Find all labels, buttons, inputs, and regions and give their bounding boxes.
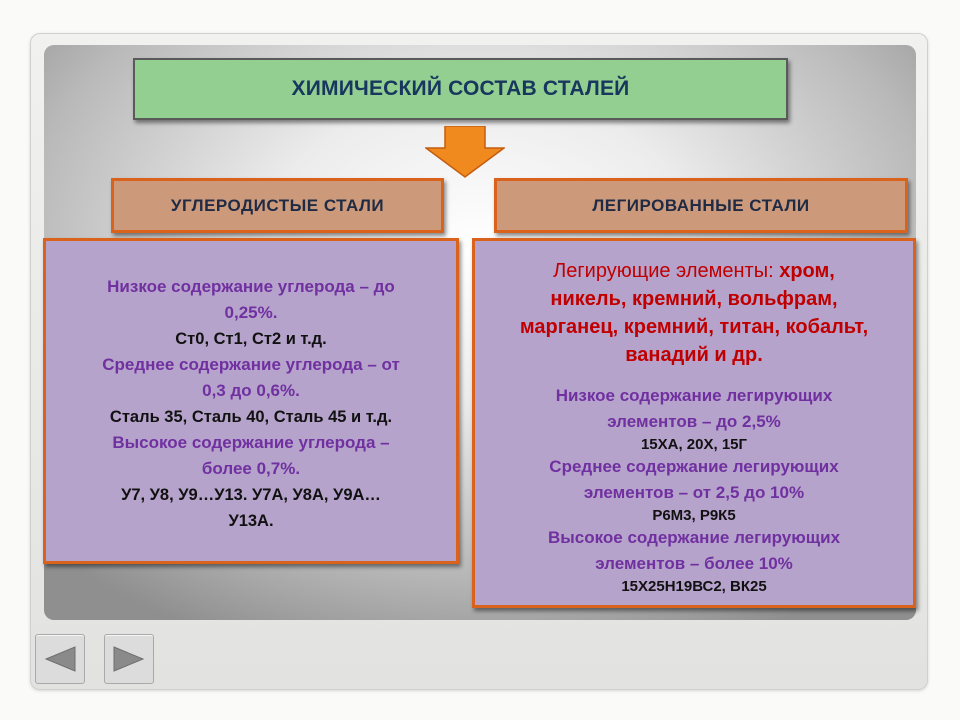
- low-carbon-text: Низкое содержание углерода – до: [107, 277, 395, 296]
- header-alloy-steels: ЛЕГИРОВАННЫЕ СТАЛИ: [494, 178, 908, 233]
- low-carbon-grades: Ст0, Ст1, Ст2 и т.д.: [175, 330, 327, 348]
- medium-carbon-grades: Сталь 35, Сталь 40, Сталь 45 и т.д.: [109, 408, 393, 426]
- triangle-left-icon: [44, 646, 76, 672]
- medium-alloy-value: элементов – от 2,5 до 10%: [583, 483, 805, 502]
- alloy-elements-line-3: марганец, кремний, титан, кобальт,: [519, 316, 869, 338]
- alloy-elements-line-2: никель, кремний, вольфрам,: [550, 288, 838, 310]
- title-box: ХИМИЧЕСКИЙ СОСТАВ СТАЛЕЙ: [133, 58, 788, 120]
- high-carbon-grades-cont: У13А.: [228, 512, 274, 530]
- triangle-right-icon: [113, 646, 145, 672]
- high-alloy-text: Высокое содержание легирующих: [547, 528, 841, 547]
- low-alloy-value: элементов – до 2,5%: [607, 412, 781, 431]
- high-alloy-value: элементов – более 10%: [595, 554, 793, 573]
- alloy-elements-line-4: ванадий и др.: [625, 344, 763, 366]
- medium-carbon-value: 0,3 до 0,6%.: [202, 381, 300, 400]
- alloy-elements-first-line: Легирующие элементы: хром,: [475, 257, 913, 285]
- low-alloy-grades: 15ХА, 20Х, 15Г: [640, 436, 748, 453]
- alloy-elements-first: хром,: [773, 260, 835, 282]
- down-arrow-icon: [425, 126, 505, 178]
- page-title: ХИМИЧЕСКИЙ СОСТАВ СТАЛЕЙ: [291, 77, 630, 100]
- low-alloy-text: Низкое содержание легирующих: [555, 386, 833, 405]
- high-alloy-grades: 15Х25Н19ВС2, ВК25: [621, 578, 767, 595]
- alloy-elements-label: Легирующие элементы:: [553, 260, 774, 282]
- high-carbon-value: более 0,7%.: [201, 459, 301, 478]
- header-alloy-steels-label: ЛЕГИРОВАННЫЕ СТАЛИ: [592, 195, 810, 215]
- carbon-steels-content: Низкое содержание углерода – до 0,25%. С…: [43, 238, 459, 564]
- next-slide-button[interactable]: [104, 634, 154, 684]
- medium-alloy-text: Среднее содержание легирующих: [549, 457, 839, 476]
- medium-carbon-text: Среднее содержание углерода – от: [102, 355, 400, 374]
- medium-alloy-grades: Р6М3, Р9К5: [652, 507, 736, 524]
- alloy-steels-content: Легирующие элементы: хром, никель, кремн…: [472, 238, 916, 608]
- low-carbon-value: 0,25%.: [224, 303, 278, 322]
- high-carbon-grades: У7, У8, У9…У13. У7А, У8А, У9А…: [121, 486, 381, 504]
- previous-slide-button[interactable]: [35, 634, 85, 684]
- high-carbon-text: Высокое содержание углерода –: [112, 433, 390, 452]
- header-carbon-steels: УГЛЕРОДИСТЫЕ СТАЛИ: [111, 178, 444, 233]
- header-carbon-steels-label: УГЛЕРОДИСТЫЕ СТАЛИ: [170, 195, 385, 215]
